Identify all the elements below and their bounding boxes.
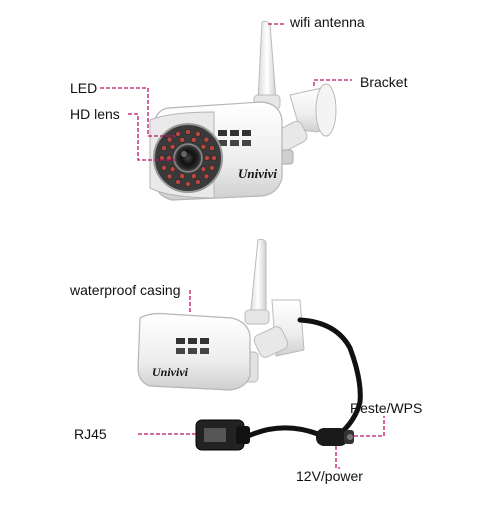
rj45-connector	[195, 419, 250, 451]
leader-lines	[100, 23, 385, 469]
led-dot	[179, 173, 185, 179]
top-brand-logo: Univivi	[238, 166, 277, 181]
bottom-brand-logo: Univivi	[152, 365, 189, 379]
bottom-antenna	[249, 238, 267, 319]
led-dot	[185, 129, 191, 135]
led-dot	[211, 155, 217, 161]
led-dot	[209, 164, 215, 171]
led-dot	[203, 173, 210, 180]
top-indicator-windows	[218, 130, 251, 146]
led-array	[159, 129, 217, 187]
led-dot	[203, 136, 210, 143]
top-camera: Univivi	[149, 20, 337, 201]
label-rj45: RJ45	[74, 426, 107, 442]
power-connector	[316, 428, 354, 446]
label-wifi-antenna: wifi antenna	[290, 14, 365, 30]
led-dot	[175, 179, 181, 185]
leader-hd-lens	[128, 113, 176, 161]
led-dot	[200, 166, 207, 173]
led-dot	[194, 179, 201, 185]
led-dot	[194, 131, 201, 137]
label-hd-lens: HD lens	[70, 106, 120, 122]
led-dot	[161, 164, 167, 171]
led-dot	[204, 155, 210, 161]
led-dot	[190, 173, 197, 179]
led-dot	[200, 143, 207, 150]
top-lens	[173, 143, 203, 173]
leader-led	[100, 87, 176, 137]
led-dot	[209, 145, 215, 151]
leader-power	[335, 446, 340, 469]
label-bracket: Bracket	[360, 74, 408, 90]
led-dot	[169, 166, 176, 173]
label-led: LED	[70, 80, 98, 96]
leader-bracket	[313, 79, 352, 86]
top-bracket	[270, 83, 337, 165]
led-dot	[166, 173, 173, 180]
led-dot	[185, 181, 191, 187]
led-dot	[179, 136, 185, 143]
bottom-camera: Univivi	[137, 238, 305, 391]
led-dot	[161, 145, 167, 151]
label-power: 12V/power	[296, 468, 363, 484]
label-waterproof-casing: waterproof casing	[70, 282, 181, 298]
led-dot	[190, 136, 197, 143]
led-dot	[166, 136, 173, 143]
led-dot	[175, 131, 181, 137]
led-dot	[169, 143, 176, 150]
cable	[297, 317, 363, 433]
label-reset-wps: Reste/WPS	[350, 400, 423, 416]
bottom-indicator-windows	[176, 338, 209, 354]
top-antenna	[257, 20, 277, 101]
leader-reset-wps	[354, 416, 385, 437]
